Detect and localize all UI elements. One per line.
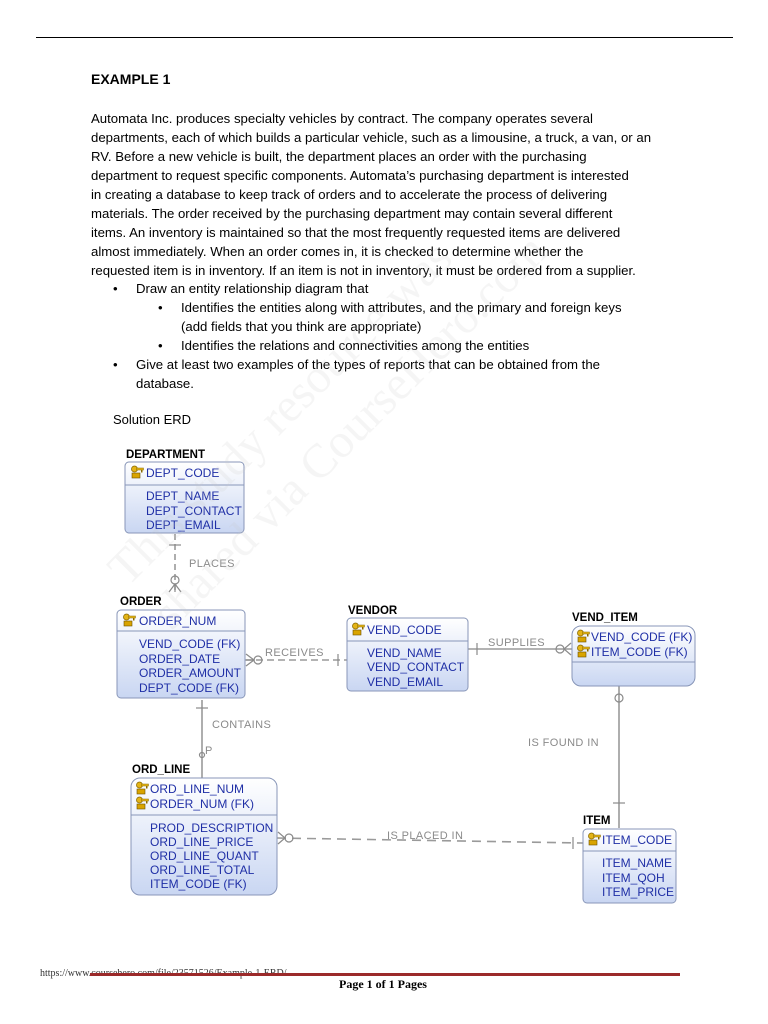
bullet-dot-icon: • bbox=[113, 281, 118, 296]
entity-title: DEPARTMENT bbox=[126, 449, 205, 461]
attr-field: ORD_LINE_TOTAL bbox=[150, 863, 255, 877]
sub-bullet-continuation: (add fields that you think are appropria… bbox=[91, 317, 691, 336]
dot-marker-icon bbox=[198, 751, 206, 759]
pk-field: VEND_CODE bbox=[367, 623, 442, 637]
bullet-text: Draw an entity relationship diagram that bbox=[136, 281, 369, 296]
entity-vendor: VENDOR VEND_CODE VEND_NAME VEND_CONTACT … bbox=[346, 605, 469, 692]
attr-field: ITEM_QOH bbox=[602, 871, 665, 885]
attr-field: DEPT_CONTACT bbox=[146, 504, 242, 518]
entity-title: ORD_LINE bbox=[132, 764, 190, 776]
pk-field: ITEM_CODE bbox=[602, 833, 672, 847]
bullet-text: Identifies the entities along with attri… bbox=[181, 300, 622, 315]
intro-line: items. An inventory is maintained so tha… bbox=[91, 225, 621, 240]
attr-field: DEPT_EMAIL bbox=[146, 518, 221, 532]
bullet-text: database. bbox=[136, 376, 194, 391]
example-heading: EXAMPLE 1 bbox=[91, 71, 171, 87]
entity-vend-item: VEND_ITEM VEND_CODE (FK) ITEM_CODE (FK) bbox=[571, 612, 696, 687]
attr-field: ITEM_PRICE bbox=[602, 885, 674, 899]
pk-field: ORDER_NUM bbox=[139, 614, 216, 628]
entity-title: ITEM bbox=[583, 815, 610, 827]
intro-line: materials. The order received by the pur… bbox=[91, 206, 613, 221]
bullet-text: Give at least two examples of the types … bbox=[136, 357, 601, 372]
pk-field: ORDER_NUM (FK) bbox=[150, 797, 254, 811]
attr-field: ORD_LINE_QUANT bbox=[150, 849, 259, 863]
bullet-dot-icon: • bbox=[158, 300, 163, 315]
zero-marker-icon bbox=[284, 833, 294, 843]
intro-line: department to request specific component… bbox=[91, 168, 629, 183]
footer-rule bbox=[90, 973, 680, 976]
entity-box bbox=[116, 609, 246, 699]
relation-label-is-placed-in: IS PLACED IN bbox=[387, 830, 463, 842]
relationship-lines bbox=[168, 534, 625, 849]
entity-title: ORDER bbox=[120, 596, 162, 608]
entity-item: ITEM ITEM_CODE ITEM_NAME ITEM_QOH ITEM_P… bbox=[582, 815, 677, 904]
intro-line: requested item is in inventory. If an it… bbox=[91, 263, 636, 278]
intro-line: RV. Before a new vehicle is built, the d… bbox=[91, 149, 587, 164]
is-placed-in-line bbox=[276, 837, 584, 844]
solution-caption: Solution ERD bbox=[113, 412, 192, 427]
relation-label-places: PLACES bbox=[189, 558, 235, 570]
zero-marker-icon bbox=[614, 693, 624, 703]
sub-bullet-item: • Identifies the entities along with attr… bbox=[91, 298, 691, 317]
attr-field: DEPT_NAME bbox=[146, 489, 219, 503]
attr-field: ITEM_NAME bbox=[602, 856, 672, 870]
bullet-item: • Draw an entity relationship diagram tha… bbox=[91, 279, 691, 298]
entity-department: DEPARTMENT DEPT_CODE DEPT_NAME DEPT_CONT… bbox=[124, 449, 245, 534]
crowsfoot-icon bbox=[245, 653, 255, 667]
bullet-item: • Give at least two examples of the types… bbox=[91, 355, 691, 374]
attr-field: ORDER_AMOUNT bbox=[139, 666, 242, 680]
top-rule bbox=[36, 37, 733, 38]
attr-field: VEND_NAME bbox=[367, 646, 442, 660]
footer-page-number: Page 1 of 1 Pages bbox=[339, 977, 427, 991]
bullet-continuation: database. bbox=[91, 374, 691, 393]
entity-box bbox=[124, 461, 245, 534]
entity-box bbox=[130, 777, 278, 896]
bullet-dot-icon: • bbox=[158, 338, 163, 353]
pk-field: VEND_CODE (FK) bbox=[591, 630, 692, 644]
pk-field: DEPT_CODE bbox=[146, 466, 219, 480]
pk-field: ORD_LINE_NUM bbox=[150, 782, 244, 796]
relation-label-supplies: SUPPLIES bbox=[488, 637, 545, 649]
crowsfoot-icon bbox=[563, 642, 572, 656]
crowsfoot-icon bbox=[168, 583, 182, 593]
entity-ord-line: ORD_LINE ORD_LINE_NUM ORDER_NUM (FK) PRO… bbox=[130, 764, 278, 896]
attr-field: VEND_CONTACT bbox=[367, 660, 465, 674]
intro-line: departments, each of which builds a part… bbox=[91, 130, 652, 145]
bullet-text: (add fields that you think are appropria… bbox=[181, 319, 422, 334]
entity-title: VENDOR bbox=[348, 605, 398, 617]
relation-label-p: P bbox=[205, 745, 213, 757]
intro-line: Automata Inc. produces specialty vehicle… bbox=[91, 111, 593, 126]
intro-line: almost immediately. When an order comes … bbox=[91, 244, 584, 259]
entity-title: VEND_ITEM bbox=[572, 612, 638, 624]
attr-field: ORD_LINE_PRICE bbox=[150, 835, 253, 849]
intro-paragraph: Automata Inc. produces specialty vehicle… bbox=[91, 109, 691, 280]
relation-label-is-found-in: IS FOUND IN bbox=[528, 737, 599, 749]
pk-field: ITEM_CODE (FK) bbox=[591, 645, 688, 659]
attr-field: ORDER_DATE bbox=[139, 652, 220, 666]
entity-box bbox=[346, 617, 469, 692]
relation-label-receives: RECEIVES bbox=[265, 647, 324, 659]
zero-marker-icon bbox=[253, 655, 263, 665]
attr-field: ITEM_CODE (FK) bbox=[150, 877, 247, 891]
task-bullet-list: • Draw an entity relationship diagram tha… bbox=[91, 279, 691, 393]
entity-order: ORDER ORDER_NUM VEND_CODE (FK) ORDER_DAT… bbox=[116, 596, 246, 699]
bullet-dot-icon: • bbox=[113, 357, 118, 372]
intro-line: in creating a database to keep track of … bbox=[91, 187, 608, 202]
sub-bullet-item: • Identifies the relations and connectivi… bbox=[91, 336, 691, 355]
attr-field: DEPT_CODE (FK) bbox=[139, 681, 239, 695]
attr-field: VEND_CODE (FK) bbox=[139, 637, 240, 651]
entity-box bbox=[582, 828, 677, 904]
bullet-text: Identifies the relations and connectivit… bbox=[181, 338, 530, 353]
attr-field: PROD_DESCRIPTION bbox=[150, 821, 273, 835]
entity-box bbox=[571, 625, 696, 687]
attr-field: VEND_EMAIL bbox=[367, 675, 443, 689]
relation-label-contains: CONTAINS bbox=[212, 719, 271, 731]
